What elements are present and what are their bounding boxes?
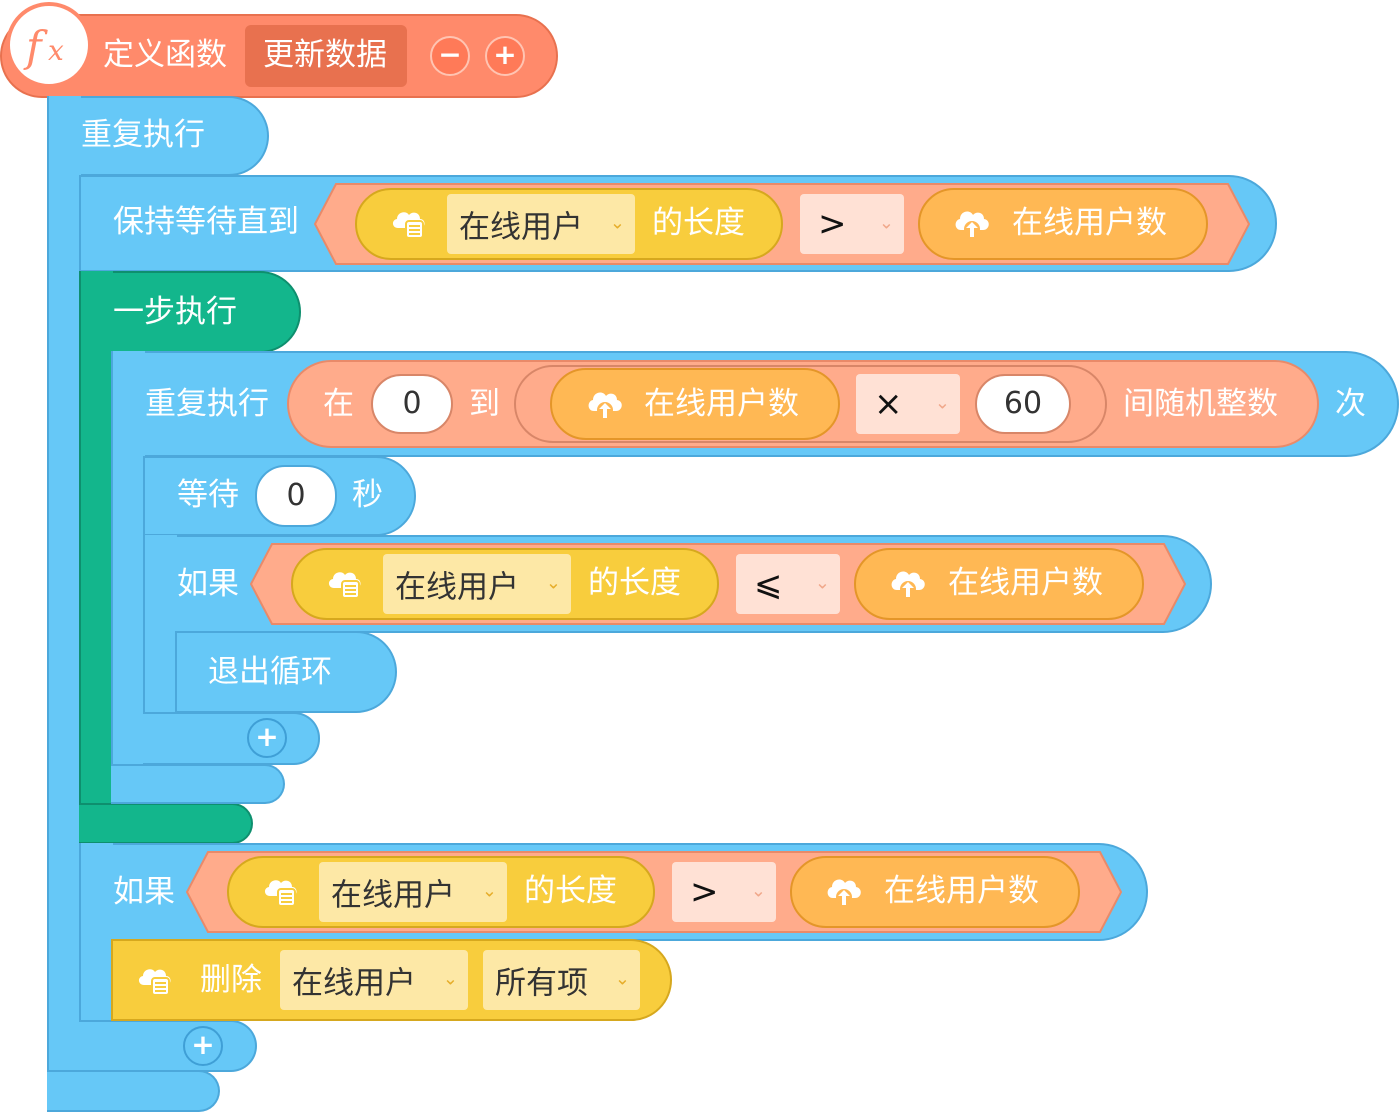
which-items-dropdown[interactable]: 所有项 ⌄ bbox=[483, 950, 640, 1010]
random-at-label: 在 bbox=[323, 386, 354, 422]
random-to-label: 到 bbox=[469, 386, 500, 422]
atomic-footer bbox=[79, 803, 253, 844]
times-label: 次 bbox=[1335, 386, 1366, 422]
cloud-variable-label: 在线用户数 bbox=[1012, 205, 1167, 241]
cloud-variable-label: 在线用户数 bbox=[884, 873, 1039, 909]
fx-badge bbox=[6, 2, 92, 88]
add-else-button[interactable]: + bbox=[247, 718, 287, 758]
repeat-times-spine bbox=[111, 351, 145, 804]
atomic-spine bbox=[79, 271, 113, 844]
repeat-forever-footer bbox=[47, 1070, 220, 1112]
plus-icon: + bbox=[255, 720, 279, 753]
wait-label: 等待 bbox=[177, 477, 239, 513]
chevron-down-icon: ⌄ bbox=[614, 968, 630, 990]
repeat-times-footer bbox=[111, 764, 285, 804]
minus-icon: − bbox=[438, 38, 462, 71]
break-loop-label: 退出循环 bbox=[208, 654, 332, 690]
chevron-down-icon: ⌄ bbox=[545, 572, 561, 594]
cloud-upload-icon bbox=[824, 874, 864, 908]
add-param-button[interactable]: + bbox=[485, 36, 525, 76]
remove-param-button[interactable]: − bbox=[430, 36, 470, 76]
cloud-variable-label: 在线用户数 bbox=[948, 565, 1103, 601]
if-outer-footer bbox=[79, 1020, 257, 1072]
cloud-list-icon bbox=[389, 206, 429, 240]
plus-icon: + bbox=[191, 1028, 215, 1061]
compare-operator-dropdown[interactable]: > ⌄ bbox=[672, 862, 776, 922]
cloud-list-icon bbox=[261, 874, 301, 908]
chevron-down-icon: ⌄ bbox=[481, 880, 497, 902]
length-of-label: 的长度 bbox=[524, 873, 617, 909]
function-name-field[interactable]: 更新数据 bbox=[245, 25, 407, 87]
delete-label: 删除 bbox=[200, 962, 262, 998]
list-dropdown[interactable]: 在线用户 ⌄ bbox=[280, 950, 468, 1010]
length-of-label: 的长度 bbox=[652, 205, 745, 241]
chevron-down-icon: ⌄ bbox=[609, 212, 625, 234]
cloud-upload-icon bbox=[952, 206, 992, 240]
chevron-down-icon: ⌄ bbox=[750, 880, 766, 902]
cloud-list-icon bbox=[325, 566, 365, 600]
compare-operator-dropdown[interactable]: ⩽ ⌄ bbox=[736, 554, 840, 614]
multiplier-input[interactable]: 60 bbox=[975, 374, 1071, 434]
chevron-down-icon: ⌄ bbox=[934, 392, 950, 414]
random-from-input[interactable]: 0 bbox=[371, 374, 453, 434]
if-inner-footer bbox=[143, 712, 320, 765]
if-label: 如果 bbox=[113, 874, 175, 910]
wait-seconds-input[interactable]: 0 bbox=[255, 465, 337, 527]
list-dropdown[interactable]: 在线用户 ⌄ bbox=[383, 554, 571, 614]
cloud-variable-label: 在线用户数 bbox=[644, 386, 799, 422]
wait-until-label: 保持等待直到 bbox=[113, 204, 299, 240]
atomic-block[interactable] bbox=[79, 271, 301, 353]
chevron-down-icon: ⌄ bbox=[442, 968, 458, 990]
chevron-down-icon: ⌄ bbox=[878, 212, 894, 234]
length-of-label: 的长度 bbox=[588, 565, 681, 601]
compare-operator-dropdown[interactable]: > ⌄ bbox=[800, 194, 904, 254]
repeat-times-label: 重复执行 bbox=[145, 386, 269, 422]
chevron-down-icon: ⌄ bbox=[814, 572, 830, 594]
cloud-upload-icon bbox=[888, 566, 928, 600]
cloud-upload-icon bbox=[585, 387, 625, 421]
fx-icon: f x bbox=[26, 22, 64, 71]
arithmetic-operator-dropdown[interactable]: × ⌄ bbox=[856, 374, 960, 434]
plus-icon: + bbox=[493, 38, 517, 71]
if-label: 如果 bbox=[177, 566, 239, 602]
list-dropdown[interactable]: 在线用户 ⌄ bbox=[319, 862, 507, 922]
define-function-label: 定义函数 bbox=[103, 37, 227, 73]
add-else-button[interactable]: + bbox=[183, 1026, 223, 1066]
atomic-label: 一步执行 bbox=[113, 294, 237, 330]
list-dropdown[interactable]: 在线用户 ⌄ bbox=[447, 194, 635, 254]
random-integer-label: 间随机整数 bbox=[1123, 386, 1278, 422]
break-loop-block[interactable] bbox=[175, 631, 397, 713]
seconds-label: 秒 bbox=[352, 477, 383, 513]
cloud-list-icon bbox=[135, 963, 175, 997]
repeat-forever-label: 重复执行 bbox=[81, 117, 205, 153]
repeat-forever-spine bbox=[47, 96, 81, 1112]
